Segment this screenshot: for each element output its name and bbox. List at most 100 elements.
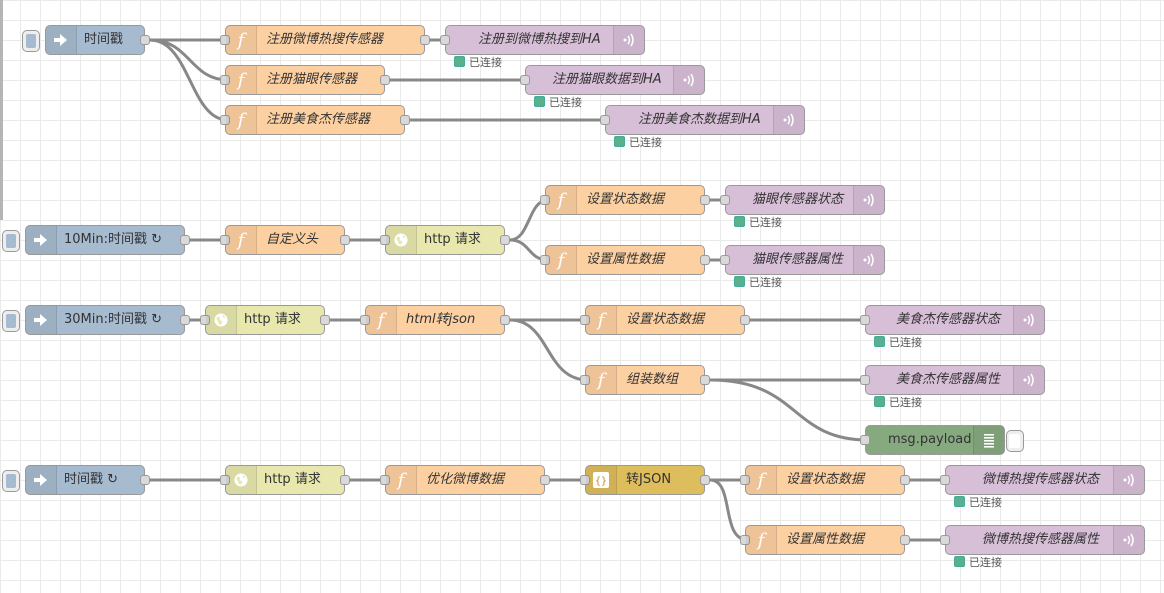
input-port[interactable] bbox=[860, 435, 870, 445]
status-connected: 已连接 bbox=[454, 56, 502, 70]
input-port[interactable] bbox=[220, 75, 230, 85]
canvas-left-edge bbox=[0, 0, 3, 220]
node-label: 注册到微博热搜到HA bbox=[478, 32, 601, 47]
input-port[interactable] bbox=[600, 115, 610, 125]
function-node[interactable]: f 组装数组 bbox=[580, 365, 710, 395]
input-port[interactable] bbox=[220, 115, 230, 125]
function-icon: f bbox=[366, 306, 397, 334]
inject-trigger-button[interactable] bbox=[22, 30, 40, 52]
mqtt-out-node[interactable]: 注册到微博热搜到HA bbox=[440, 25, 645, 55]
output-port[interactable] bbox=[420, 35, 430, 45]
mqtt-out-node[interactable]: 注册猫眼数据到HA bbox=[520, 65, 705, 95]
output-port[interactable] bbox=[400, 115, 410, 125]
status-connected: 已连接 bbox=[734, 276, 782, 290]
input-port[interactable] bbox=[720, 195, 730, 205]
input-port[interactable] bbox=[220, 475, 230, 485]
inject-trigger-button[interactable] bbox=[2, 470, 20, 492]
output-port[interactable] bbox=[900, 475, 910, 485]
input-port[interactable] bbox=[380, 475, 390, 485]
mqtt-out-node[interactable]: 美食杰传感器属性 bbox=[860, 365, 1045, 395]
input-port[interactable] bbox=[740, 475, 750, 485]
input-port[interactable] bbox=[580, 315, 590, 325]
inject-trigger-button[interactable] bbox=[2, 230, 20, 252]
function-node[interactable]: f 注册猫眼传感器 bbox=[220, 65, 390, 95]
function-node[interactable]: f 优化微博数据 bbox=[380, 465, 550, 495]
http-request-node[interactable]: http 请求 bbox=[220, 465, 350, 495]
node-label: 自定义头 bbox=[266, 232, 319, 247]
output-port[interactable] bbox=[700, 375, 710, 385]
mqtt-out-node[interactable]: 微博热搜传感器属性 bbox=[940, 525, 1145, 555]
output-port[interactable] bbox=[140, 475, 150, 485]
node-label: 设置属性数据 bbox=[586, 252, 665, 267]
output-port[interactable] bbox=[540, 475, 550, 485]
output-port[interactable] bbox=[180, 235, 190, 245]
node-label: http 请求 bbox=[424, 232, 481, 247]
function-node[interactable]: f 设置状态数据 bbox=[740, 465, 910, 495]
input-port[interactable] bbox=[520, 75, 530, 85]
input-port[interactable] bbox=[580, 475, 590, 485]
mqtt-out-node[interactable]: 猫眼传感器状态 bbox=[720, 185, 885, 215]
debug-toggle-button[interactable] bbox=[1006, 430, 1024, 452]
mqtt-out-node[interactable]: 注册美食杰数据到HA bbox=[600, 105, 805, 135]
arrow-in-icon bbox=[26, 306, 57, 334]
http-request-node[interactable]: http 请求 bbox=[380, 225, 510, 255]
function-icon: f bbox=[226, 106, 257, 134]
function-icon: f bbox=[586, 306, 617, 334]
input-port[interactable] bbox=[860, 315, 870, 325]
mqtt-out-node[interactable]: 猫眼传感器属性 bbox=[720, 245, 885, 275]
input-port[interactable] bbox=[860, 375, 870, 385]
input-port[interactable] bbox=[220, 35, 230, 45]
function-node[interactable]: f 设置状态数据 bbox=[540, 185, 710, 215]
output-port[interactable] bbox=[140, 35, 150, 45]
input-port[interactable] bbox=[540, 255, 550, 265]
inject-node-timestamp-repeat[interactable]: 时间戳 ↻ bbox=[2, 465, 150, 495]
wire bbox=[149, 38, 229, 82]
json-node[interactable]: {} 转JSON bbox=[580, 465, 710, 495]
output-port[interactable] bbox=[180, 315, 190, 325]
arrow-in-icon bbox=[46, 26, 77, 54]
function-node[interactable]: f 自定义头 bbox=[220, 225, 350, 255]
input-port[interactable] bbox=[740, 535, 750, 545]
input-port[interactable] bbox=[220, 235, 230, 245]
output-port[interactable] bbox=[340, 235, 350, 245]
mqtt-out-node[interactable]: 微博热搜传感器状态 bbox=[940, 465, 1145, 495]
function-icon: f bbox=[226, 226, 257, 254]
input-port[interactable] bbox=[200, 315, 210, 325]
inject-trigger-button[interactable] bbox=[2, 310, 20, 332]
output-port[interactable] bbox=[740, 315, 750, 325]
inject-node-timestamp[interactable]: 时间戳 bbox=[22, 25, 150, 55]
input-port[interactable] bbox=[940, 535, 950, 545]
inject-node-10min[interactable]: 10Min:时间戳 ↻ bbox=[2, 225, 190, 255]
output-port[interactable] bbox=[700, 475, 710, 485]
input-port[interactable] bbox=[360, 315, 370, 325]
inject-node-30min[interactable]: 30Min:时间戳 ↻ bbox=[2, 305, 190, 335]
input-port[interactable] bbox=[440, 35, 450, 45]
mqtt-out-node[interactable]: 美食杰传感器状态 bbox=[860, 305, 1045, 335]
bridge-icon bbox=[773, 106, 804, 134]
input-port[interactable] bbox=[540, 195, 550, 205]
list-icon bbox=[973, 426, 1004, 454]
output-port[interactable] bbox=[500, 235, 510, 245]
input-port[interactable] bbox=[720, 255, 730, 265]
function-node[interactable]: f html转json bbox=[360, 305, 510, 335]
function-node[interactable]: f 注册美食杰传感器 bbox=[220, 105, 410, 135]
function-node[interactable]: f 设置属性数据 bbox=[540, 245, 710, 275]
input-port[interactable] bbox=[940, 475, 950, 485]
output-port[interactable] bbox=[340, 475, 350, 485]
http-request-node[interactable]: http 请求 bbox=[200, 305, 330, 335]
bridge-icon bbox=[1113, 526, 1144, 554]
input-port[interactable] bbox=[580, 375, 590, 385]
input-port[interactable] bbox=[380, 235, 390, 245]
output-port[interactable] bbox=[700, 255, 710, 265]
node-label: 转JSON bbox=[626, 472, 672, 487]
output-port[interactable] bbox=[700, 195, 710, 205]
output-port[interactable] bbox=[500, 315, 510, 325]
function-node[interactable]: f 设置属性数据 bbox=[740, 525, 910, 555]
function-node[interactable]: f 注册微博热搜传感器 bbox=[220, 25, 430, 55]
function-node[interactable]: f 设置状态数据 bbox=[580, 305, 750, 335]
output-port[interactable] bbox=[900, 535, 910, 545]
output-port[interactable] bbox=[380, 75, 390, 85]
output-port[interactable] bbox=[320, 315, 330, 325]
debug-node[interactable]: msg.payload bbox=[860, 425, 1024, 455]
